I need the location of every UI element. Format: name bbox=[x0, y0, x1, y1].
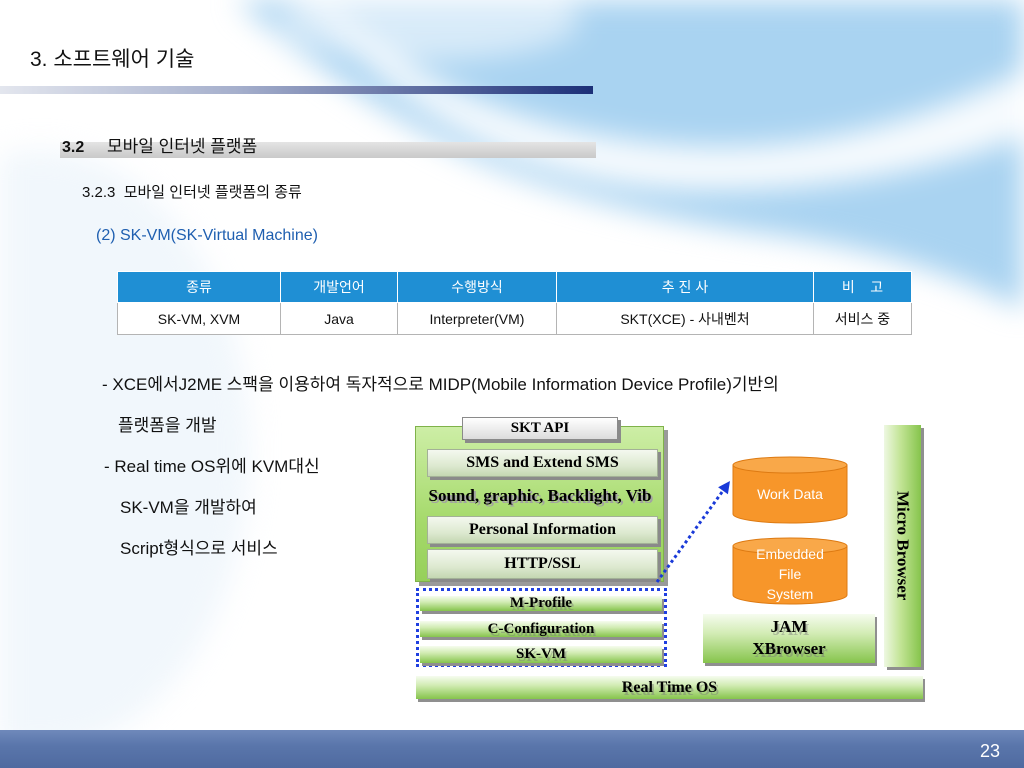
micro-browser-box: Micro Browser bbox=[884, 425, 921, 667]
table-cell: SKT(XCE) - 사내벤처 bbox=[556, 302, 814, 335]
cylinder-icon bbox=[732, 456, 848, 524]
subsection-title: 모바일 인터넷 플랫폼 bbox=[107, 137, 258, 156]
api-layer-personal-info: Personal Information bbox=[427, 516, 658, 544]
bullet-line: SK-VM을 개발하여 bbox=[120, 498, 257, 517]
vm-layer-m-profile: M-Profile bbox=[420, 596, 662, 611]
storage-label: Embedded File System bbox=[732, 544, 848, 604]
bullet-line: 플랫폼을 개발 bbox=[118, 416, 217, 435]
api-layer-sound: Sound, graphic, Backlight, Vib bbox=[428, 486, 652, 505]
vm-layer-c-configuration: C-Configuration bbox=[420, 621, 662, 637]
browser-label-line: XBrowser bbox=[752, 639, 826, 658]
subsubsection-title: 3.2.3 모바일 인터넷 플랫폼의 종류 bbox=[82, 184, 302, 201]
embedded-file-system-cylinder: Embedded File System bbox=[732, 537, 848, 605]
jam-xbrowser-box: JAM XBrowser bbox=[703, 614, 875, 663]
title-underline-bar bbox=[0, 86, 593, 94]
table-header-cell: 비 고 bbox=[813, 271, 912, 303]
table-header-cell: 개발언어 bbox=[280, 271, 398, 303]
table-cell: Java bbox=[280, 302, 398, 335]
table-header-row: 종류 개발언어 수행방식 추 진 사 비 고 bbox=[117, 271, 912, 303]
table-cell: Interpreter(VM) bbox=[397, 302, 557, 335]
item-heading: (2) SK-VM(SK-Virtual Machine) bbox=[96, 227, 318, 244]
real-time-os-bar: Real Time OS bbox=[416, 676, 923, 699]
section-title: 3. 소프트웨어 기술 bbox=[30, 48, 195, 71]
table-cell: 서비스 중 bbox=[813, 302, 912, 335]
storage-label-line: Embedded bbox=[756, 546, 824, 562]
vm-group-outline bbox=[416, 588, 667, 667]
cylinder-icon bbox=[732, 537, 848, 605]
micro-browser-label: Micro Browser bbox=[893, 491, 913, 601]
table-header-cell: 수행방식 bbox=[397, 271, 557, 303]
subsection-number: 3.2 bbox=[62, 139, 85, 156]
bullet-line: - Real time OS위에 KVM대신 bbox=[104, 457, 320, 476]
subsection-bar bbox=[60, 142, 596, 158]
work-data-cylinder: Work Data bbox=[732, 456, 848, 524]
table-header-cell: 종류 bbox=[117, 271, 281, 303]
page-number: 23 bbox=[979, 741, 1000, 761]
storage-label-line: File bbox=[778, 566, 802, 582]
storage-label: Work Data bbox=[757, 486, 823, 502]
skt-api-label: SKT API bbox=[462, 417, 618, 440]
browser-label-line: JAM bbox=[770, 617, 808, 636]
storage-label-line: System bbox=[766, 586, 814, 602]
table-header-cell: 추 진 사 bbox=[556, 271, 814, 303]
platform-table: 종류 개발언어 수행방식 추 진 사 비 고 SK-VM, XVM Java I… bbox=[117, 271, 912, 335]
vm-layer-sk-vm: SK-VM bbox=[420, 646, 662, 663]
bullet-line: - XCE에서J2ME 스팩을 이용하여 독자적으로 MIDP(Mobile I… bbox=[102, 375, 779, 394]
api-layer-sms: SMS and Extend SMS bbox=[427, 449, 658, 477]
bullet-line: Script형식으로 서비스 bbox=[120, 539, 278, 558]
table-cell: SK-VM, XVM bbox=[117, 302, 281, 335]
table-row: SK-VM, XVM Java Interpreter(VM) SKT(XCE)… bbox=[117, 302, 912, 335]
api-layer-http: HTTP/SSL bbox=[427, 549, 658, 579]
footer-band bbox=[0, 730, 1024, 768]
